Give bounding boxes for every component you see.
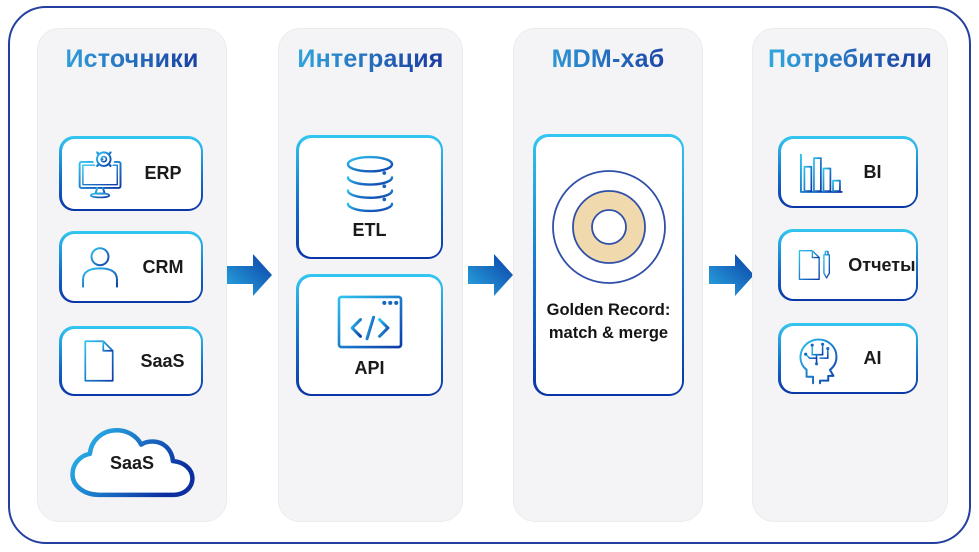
ai-head-circuit-icon <box>798 338 837 384</box>
saas-cloud-icon <box>70 427 195 498</box>
golden-record-label: Golden Record: match & merge <box>546 300 671 342</box>
card-api: API <box>296 274 443 396</box>
card-ai: AI <box>778 323 918 394</box>
card-label: ETL <box>352 220 387 240</box>
card-erp: ERP <box>59 136 203 211</box>
golden-record-target-icon <box>551 169 666 284</box>
column-title-sources: Источники <box>38 45 226 74</box>
api-code-window-icon <box>337 295 402 349</box>
card-reports: Отчеты <box>778 229 918 301</box>
flow-arrow-icon <box>227 254 272 296</box>
card-label: AI <box>863 348 882 368</box>
card-label: SaaS <box>109 453 155 474</box>
card-bi: BI <box>778 136 918 208</box>
column-integration: Интеграция <box>278 28 463 522</box>
column-title-integration: Интеграция <box>279 45 462 74</box>
cloud-saas: SaaS <box>64 420 204 502</box>
column-title-consumers: Потребители <box>753 45 947 74</box>
reports-document-pen-icon <box>798 250 830 280</box>
bi-bar-chart-icon <box>799 153 843 193</box>
etl-database-icon <box>346 155 393 213</box>
card-label: SaaS <box>140 350 185 371</box>
card-label: API <box>354 358 385 378</box>
card-label: ERP <box>144 163 182 183</box>
crm-user-icon <box>81 247 118 288</box>
erp-system-icon <box>78 147 121 198</box>
card-saas: SaaS <box>59 326 203 396</box>
column-mdm-hub: MDM-хаб Golden Record: match & merge <box>513 28 703 522</box>
column-title-mdm-hub: MDM-хаб <box>514 45 702 74</box>
card-label: Отчеты <box>848 254 916 275</box>
card-label: CRM <box>142 256 184 277</box>
saas-document-icon <box>83 340 114 382</box>
flow-arrow-icon <box>468 254 513 296</box>
flow-arrow-icon <box>709 254 754 296</box>
card-crm: CRM <box>59 231 203 303</box>
card-golden-record: Golden Record: match & merge <box>533 134 684 396</box>
column-consumers: Потребители BI <box>752 28 948 522</box>
card-etl: ETL <box>296 135 443 259</box>
card-label: BI <box>863 161 882 182</box>
column-sources: Источники <box>37 28 227 522</box>
